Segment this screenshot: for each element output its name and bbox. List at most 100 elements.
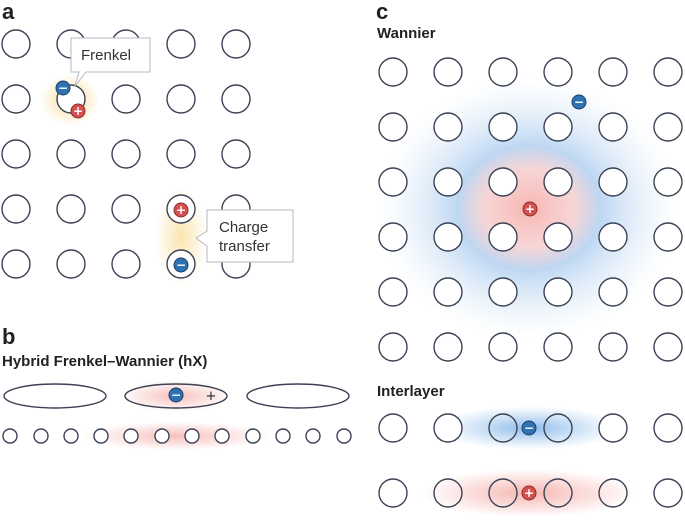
- panel-b: b Hybrid Frenkel–Wannier (hX) − +: [2, 324, 352, 450]
- atom: [378, 222, 408, 252]
- hx-row-glow: [81, 422, 271, 450]
- atom: [221, 84, 251, 114]
- wannier-title: Wannier: [377, 25, 436, 42]
- atom: [543, 413, 573, 443]
- atom: [221, 29, 251, 59]
- atom: [56, 249, 86, 279]
- electron-sign: −: [524, 421, 534, 435]
- electron-sign: −: [574, 95, 584, 109]
- hole-sign: +: [525, 202, 535, 216]
- electron-sign: −: [176, 258, 186, 272]
- atom: [166, 29, 196, 59]
- frenkel-electron: −: [55, 80, 71, 96]
- interlayer-top-layer: [378, 413, 683, 443]
- wannier-hole: +: [522, 201, 538, 217]
- frenkel-hole: +: [70, 103, 86, 119]
- atom: [653, 57, 683, 87]
- atom: [543, 222, 573, 252]
- wannier-electron: −: [571, 94, 587, 110]
- panel-c-letter: c: [376, 0, 388, 24]
- atom: [305, 428, 321, 444]
- atom: [543, 112, 573, 142]
- atom: [378, 332, 408, 362]
- atom: [653, 478, 683, 508]
- atom: [433, 57, 463, 87]
- charge-transfer-electron: −: [173, 257, 189, 273]
- atom: [543, 167, 573, 197]
- interlayer-bottom-layer: [378, 478, 683, 508]
- hole-sign: +: [524, 486, 534, 500]
- molecule-ellipse: [3, 383, 107, 409]
- atom: [123, 428, 139, 444]
- electron-sign: −: [171, 388, 181, 402]
- hole-sign: +: [176, 203, 186, 217]
- frenkel-callout: Frenkel: [70, 37, 151, 87]
- small-atom-row: [2, 428, 352, 444]
- atom: [488, 332, 518, 362]
- atom: [543, 277, 573, 307]
- hx-electron: −: [168, 387, 184, 403]
- charge-transfer-hole: +: [173, 202, 189, 218]
- atom: [433, 332, 463, 362]
- atom: [111, 194, 141, 224]
- atom: [653, 332, 683, 362]
- charge-transfer-label-1: Charge: [219, 219, 268, 236]
- atom: [653, 222, 683, 252]
- atom: [1, 139, 31, 169]
- interlayer-hole: +: [521, 485, 537, 501]
- hybrid-title: Hybrid Frenkel–Wannier (hX): [2, 353, 207, 370]
- atom: [543, 478, 573, 508]
- atom: [543, 332, 573, 362]
- atom: [378, 478, 408, 508]
- atom: [433, 478, 463, 508]
- atom: [63, 428, 79, 444]
- atom: [1, 194, 31, 224]
- atom: [2, 428, 18, 444]
- charge-transfer-callout: Charge transfer: [195, 209, 294, 263]
- atom: [488, 57, 518, 87]
- interlayer-electron: −: [521, 420, 537, 436]
- atom: [433, 222, 463, 252]
- atom: [378, 277, 408, 307]
- atom: [433, 277, 463, 307]
- atom: [598, 57, 628, 87]
- atom: [245, 428, 261, 444]
- atom: [653, 112, 683, 142]
- atom: [1, 29, 31, 59]
- atom: [56, 139, 86, 169]
- atom: [433, 167, 463, 197]
- atom: [56, 194, 86, 224]
- atom: [221, 139, 251, 169]
- atom: [488, 277, 518, 307]
- panel-b-letter: b: [2, 324, 15, 349]
- charge-transfer-label-2: transfer: [219, 238, 270, 255]
- atom: [1, 84, 31, 114]
- atom: [598, 112, 628, 142]
- atom: [598, 277, 628, 307]
- atom: [378, 413, 408, 443]
- atom: [598, 222, 628, 252]
- atom: [598, 332, 628, 362]
- molecule-ellipse: [124, 383, 228, 409]
- atom: [166, 139, 196, 169]
- atom: [543, 57, 573, 87]
- hx-hole-sign: +: [206, 389, 217, 404]
- panel-a-letter: a: [2, 0, 15, 24]
- interlayer-title: Interlayer: [377, 383, 445, 400]
- atom: [598, 478, 628, 508]
- atom: [275, 428, 291, 444]
- atom: [378, 57, 408, 87]
- atom: [488, 478, 518, 508]
- frenkel-label: Frenkel: [81, 47, 131, 64]
- atom: [184, 428, 200, 444]
- atom: [598, 167, 628, 197]
- atom: [653, 413, 683, 443]
- atom: [93, 428, 109, 444]
- lattice-c: [378, 57, 683, 362]
- hole-sign: +: [73, 104, 83, 118]
- atom: [598, 413, 628, 443]
- atom: [378, 167, 408, 197]
- atom: [154, 428, 170, 444]
- atom: [488, 413, 518, 443]
